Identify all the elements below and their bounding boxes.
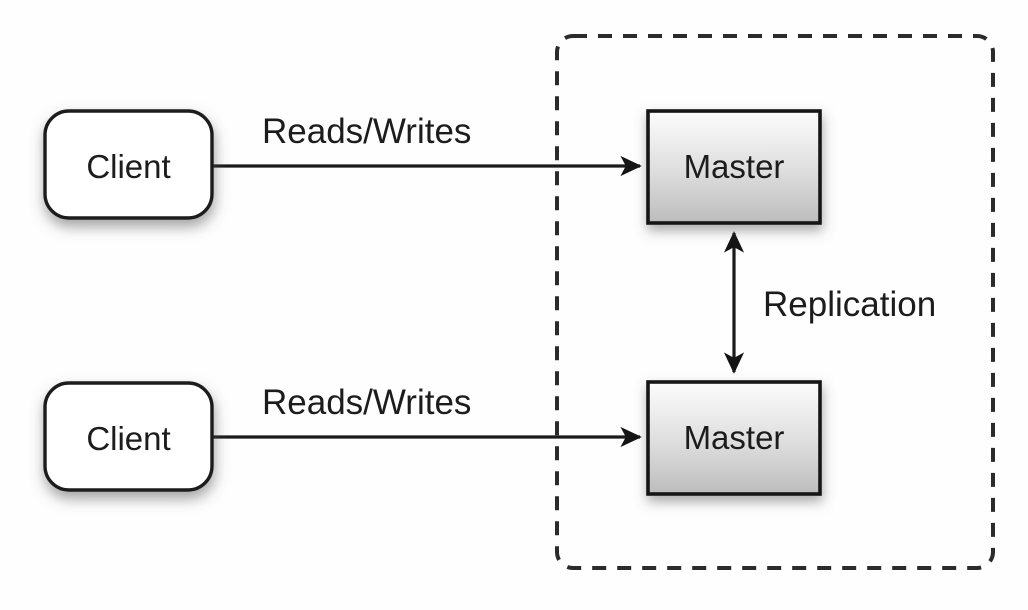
master-bottom-box[interactable] [646, 380, 822, 496]
client-top-box[interactable] [43, 109, 214, 220]
edge-label-replication: Replication [763, 285, 936, 324]
edge-label-reads-writes-top: Reads/Writes [262, 112, 471, 151]
client-bottom-box[interactable] [43, 381, 214, 492]
edge-label-reads-writes-bottom: Reads/Writes [262, 383, 471, 422]
cluster-boundary [555, 34, 995, 570]
node-client-bottom[interactable]: Client [43, 381, 214, 492]
node-master-bottom[interactable]: Master [646, 380, 822, 496]
node-client-top[interactable]: Client [43, 109, 214, 220]
master-top-box[interactable] [646, 109, 822, 225]
master-top-label: Master [684, 148, 785, 185]
master-bottom-label: Master [684, 419, 785, 456]
client-top-label: Client [86, 148, 170, 185]
client-bottom-label: Client [86, 420, 170, 457]
node-master-top[interactable]: Master [646, 109, 822, 225]
